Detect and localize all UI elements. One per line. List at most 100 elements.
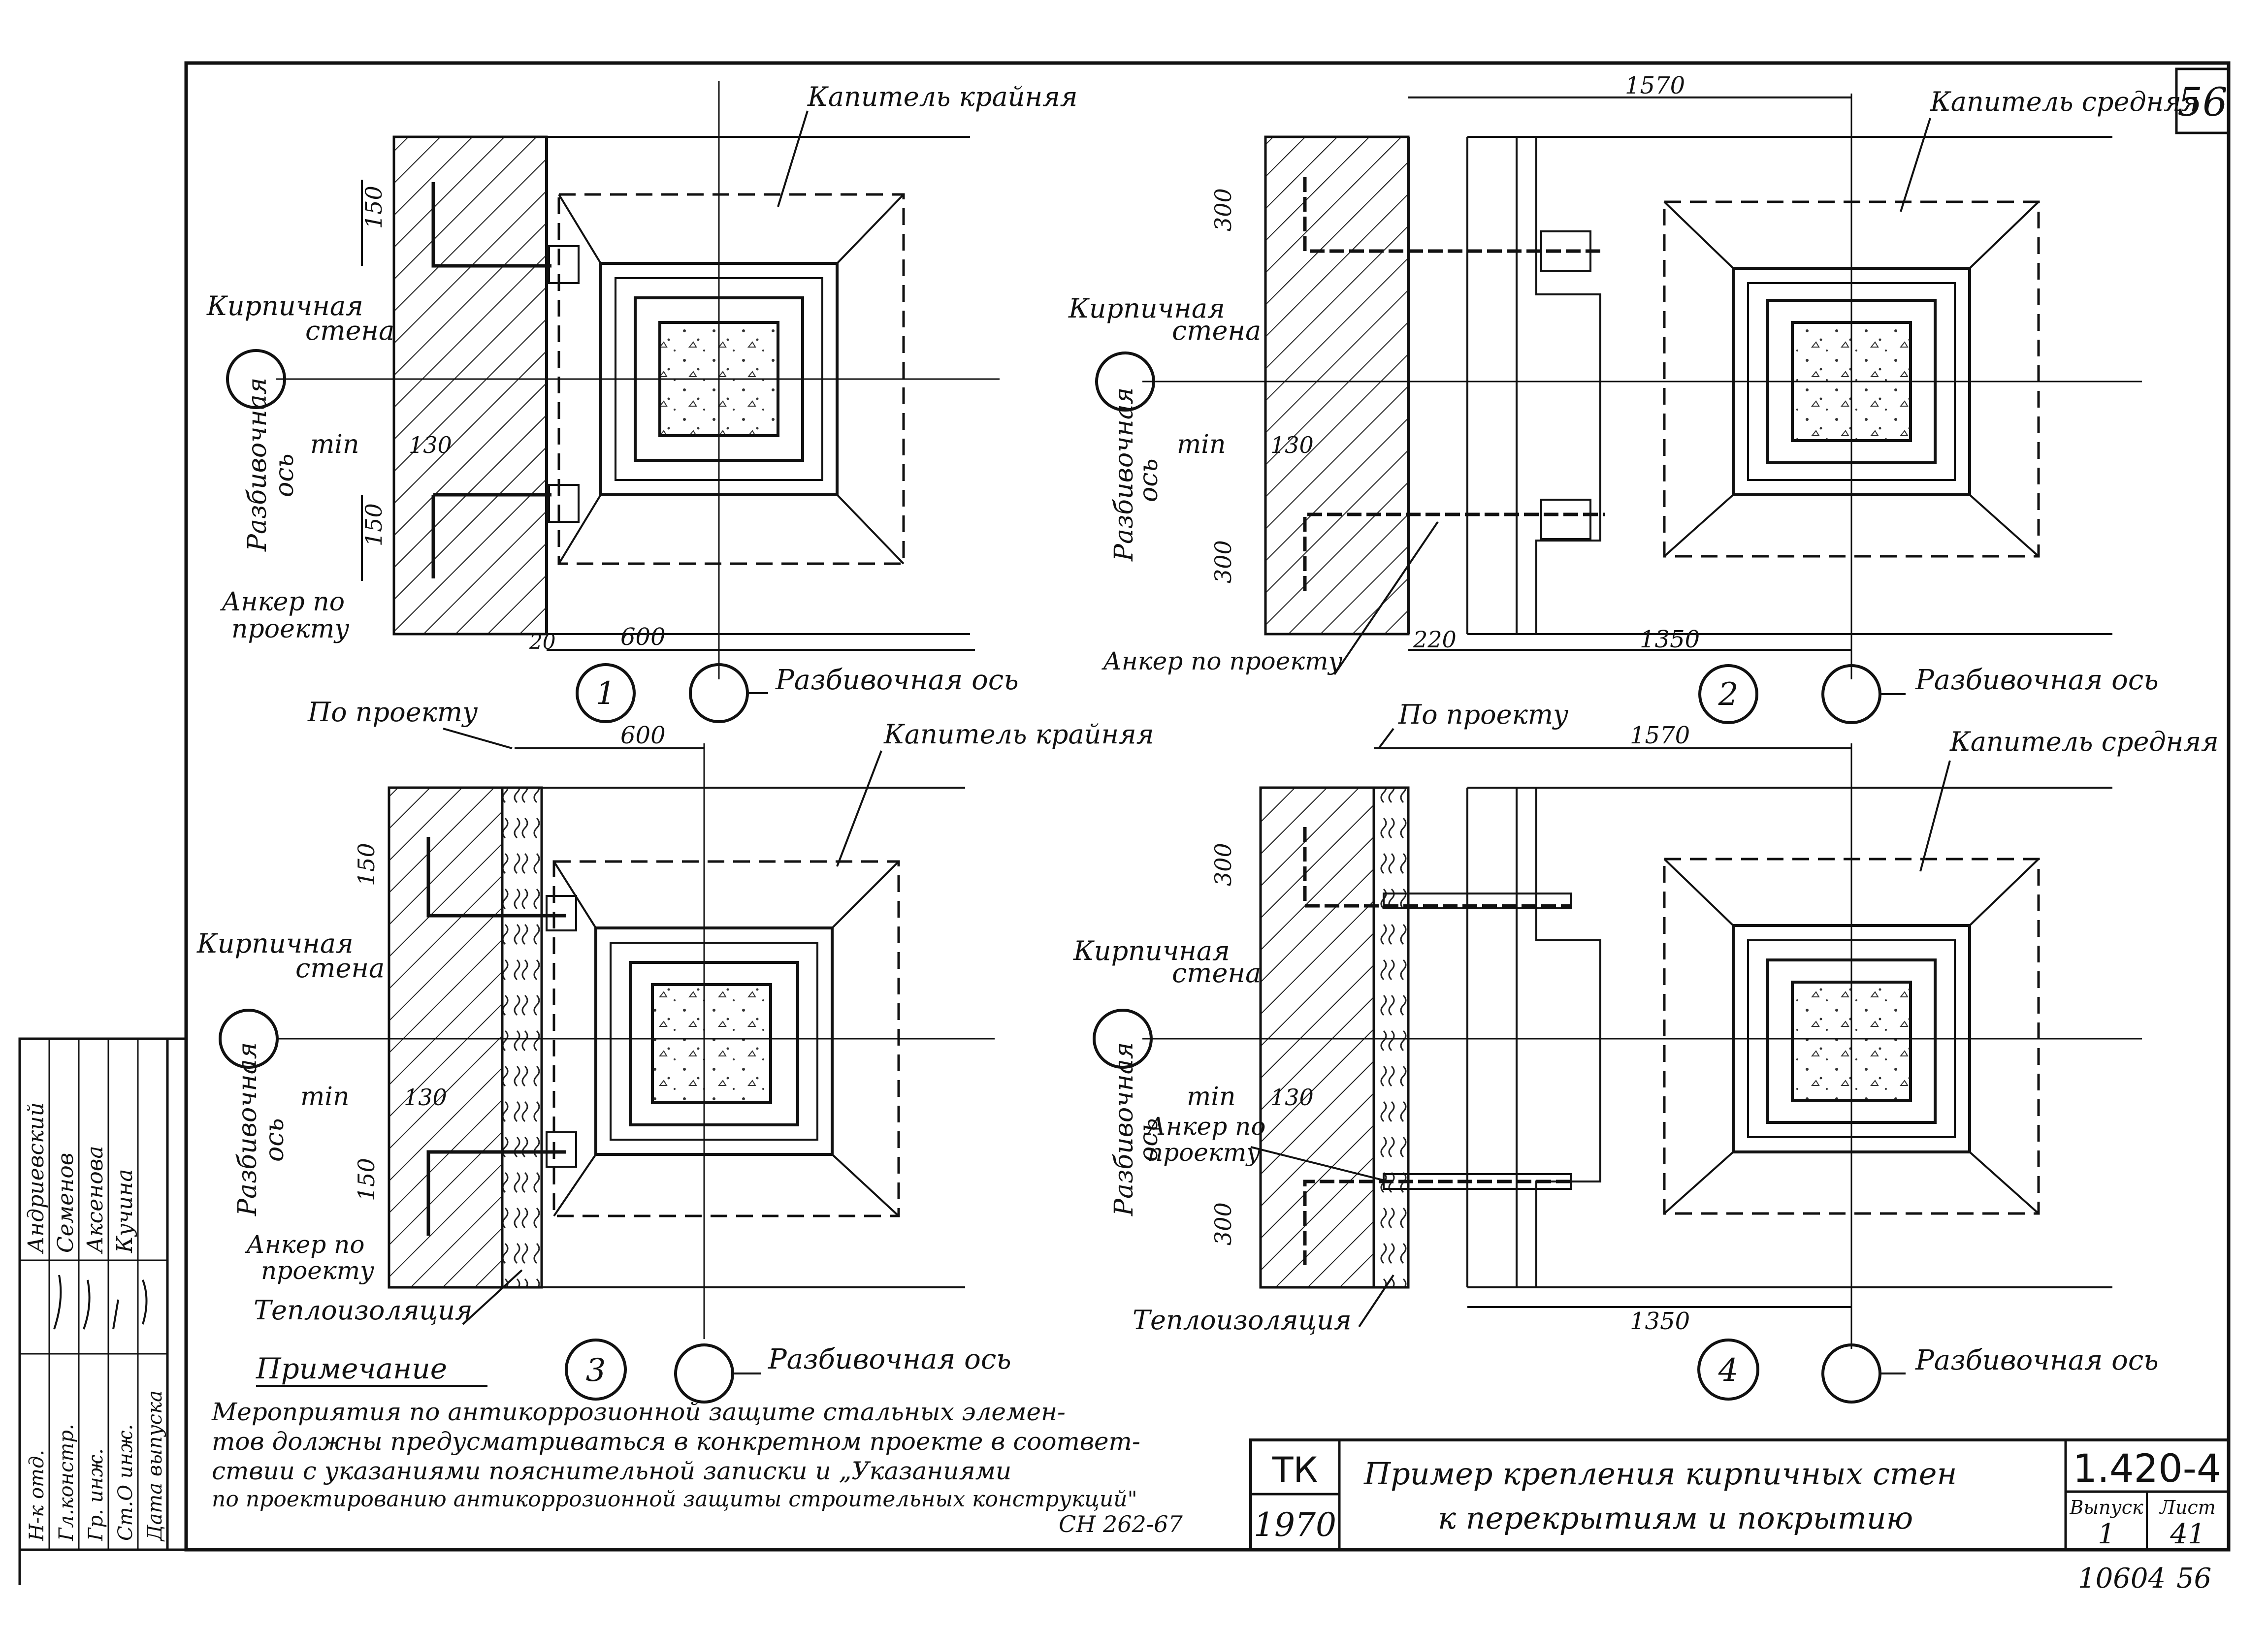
label-min: min: [310, 430, 359, 459]
title-issue: 1: [2098, 1518, 2115, 1550]
dim-300-b: 300: [1210, 1202, 1236, 1245]
note-line-3: ствии с указаниями пояснительной записки…: [212, 1457, 1011, 1485]
title-line-1: Пример крепления кирпичных стен: [1363, 1456, 1957, 1492]
brick-wall: [1264, 135, 1410, 636]
note: Примечание Мероприятия по антикоррозионн…: [211, 1352, 1183, 1537]
title-sheet: 41: [2170, 1518, 2205, 1550]
dim-1570: 1570: [1630, 722, 1690, 749]
title-year: 1970: [1254, 1506, 1336, 1544]
brick-wall: [1259, 786, 1375, 1289]
dim-150-b: 150: [360, 503, 387, 546]
label-capital-edge: Капитель крайняя: [883, 719, 1154, 750]
detail-number-4: 4: [1718, 1352, 1739, 1389]
label-axis-v2: ось: [270, 453, 299, 497]
label-min: min: [1187, 1082, 1235, 1112]
brick-wall: [392, 135, 548, 636]
brick-wall: [388, 786, 504, 1289]
note-line-5: СН 262-67: [1059, 1511, 1183, 1537]
label-anchor-2: проекту: [231, 614, 349, 644]
dim-150-a: 150: [360, 186, 387, 229]
title-code-top: ТК: [1272, 1450, 1318, 1490]
label-by-project: По проекту: [1398, 699, 1569, 730]
axis-marker: [226, 349, 286, 409]
dim-130: 130: [1270, 432, 1314, 458]
label-axis-v2: ось: [1134, 458, 1164, 502]
dim-130: 130: [1270, 1084, 1314, 1111]
label-axis-v1: Разбивочная: [1109, 1042, 1139, 1216]
stamp-role-2: Гл.констр.: [55, 1424, 78, 1541]
label-brick-wall-1: Кирпичная: [196, 928, 354, 959]
dim-600: 600: [620, 623, 666, 651]
signature-stamp: Н-к отд. Гл.констр. Гр. инж. Ст.О инж. Д…: [18, 1037, 169, 1551]
stamp-role-3: Гр. инж.: [85, 1448, 107, 1541]
signatures: [53, 1275, 148, 1330]
label-insulation: Теплоизоляция: [254, 1295, 473, 1326]
label-anchor-inline: Анкер по проекту: [1102, 647, 1343, 675]
label-axis-1: Разбивочная ось: [775, 664, 1019, 696]
label-brick-wall-1: Кирпичная: [1068, 293, 1225, 324]
dim-1570: 1570: [1625, 72, 1685, 99]
dim-300-b: 300: [1210, 540, 1236, 583]
dim-300-a: 300: [1210, 188, 1236, 231]
title-line-2: к перекрытиям и покрытию: [1438, 1500, 1913, 1536]
note-heading: Примечание: [256, 1352, 447, 1385]
label-axis-v1: Разбивочная: [233, 1042, 262, 1216]
note-line-1: Мероприятия по антикоррозионной защите с…: [211, 1398, 1066, 1426]
label-capital-edge: Капитель крайняя: [807, 81, 1078, 112]
title-issue-label: Выпуск: [2069, 1497, 2143, 1518]
label-anchor-1: Анкер по: [220, 587, 345, 617]
label-anchor-2: проекту: [261, 1256, 374, 1285]
stamp-role-4: Ст.О инж.: [114, 1424, 137, 1541]
title-series: 1.420-4: [2073, 1447, 2221, 1491]
detail-number-1: 1: [596, 675, 616, 712]
label-brick-wall-1: Кирпичная: [1073, 935, 1230, 966]
label-brick-wall-2: стена: [1172, 958, 1261, 989]
label-capital-middle: Капитель средняя: [1949, 726, 2219, 757]
sheet-number-top: 56: [2177, 79, 2228, 125]
label-axis-4: Разбивочная ось: [1915, 1344, 2159, 1376]
dim-220: 220: [1413, 626, 1457, 653]
dim-600: 600: [620, 722, 666, 749]
label-min: min: [300, 1082, 349, 1112]
insulation: [501, 786, 543, 1289]
label-axis-3: Разбивочная ось: [768, 1343, 1011, 1375]
column: [651, 983, 772, 1104]
dim-1350: 1350: [1640, 626, 1700, 653]
stamp-name-1: Андриевский: [24, 1102, 49, 1254]
label-brick-wall-2: стена: [1172, 315, 1261, 346]
title-block: ТК 1970 Пример крепления кирпичных стен …: [1249, 1438, 2230, 1595]
label-axis-v1: Разбивочная: [243, 378, 272, 552]
label-axis-v2: ось: [260, 1118, 290, 1162]
dim-130: 130: [409, 432, 452, 458]
dim-20: 20: [529, 630, 555, 654]
label-insulation: Теплоизоляция: [1133, 1305, 1352, 1336]
stamp-name-3: Аксенова: [83, 1146, 108, 1254]
stamp-role-5: Дата выпуска: [144, 1390, 166, 1542]
detail-2: 1570 220 1350 300 300 130 Капитель средн…: [1068, 72, 2199, 724]
stamp-role-1: Н-к отд.: [26, 1450, 48, 1541]
detail-1: 150 150 130 20 600 Капитель крайняя Кирп…: [206, 81, 1078, 723]
bottom-number: 10604: [2078, 1563, 2166, 1595]
label-anchor-2: проекту: [1147, 1138, 1261, 1167]
dim-130: 130: [404, 1084, 447, 1111]
detail-number-2: 2: [1718, 676, 1739, 713]
dim-150-b: 150: [353, 1158, 380, 1201]
label-by-project: По проекту: [307, 697, 478, 728]
label-axis-v1: Разбивочная: [1109, 387, 1139, 562]
detail-4: 1570 1350 300 300 130 По проекту Капител…: [1073, 699, 2219, 1404]
note-line-4: по проектированию антикоррозионной защит…: [212, 1487, 1137, 1512]
dim-1350: 1350: [1630, 1308, 1690, 1335]
label-anchor-1: Анкер по: [1146, 1112, 1265, 1141]
detail-3: 600 150 150 130 По проекту Капитель край…: [196, 697, 1154, 1404]
label-axis-2: Разбивочная ось: [1915, 664, 2159, 696]
label-anchor-1: Анкер по: [245, 1230, 364, 1259]
label-brick-wall-1: Кирпичная: [206, 290, 363, 321]
note-line-2: тов должны предусматриваться в конкретно…: [212, 1427, 1140, 1456]
stamp-name-4: Кучина: [112, 1169, 137, 1254]
label-min: min: [1177, 430, 1226, 459]
bottom-page: 56: [2176, 1563, 2211, 1595]
label-brick-wall-2: стена: [305, 315, 394, 346]
label-brick-wall-2: стена: [295, 953, 385, 984]
axis-marker: [1093, 1009, 1153, 1069]
